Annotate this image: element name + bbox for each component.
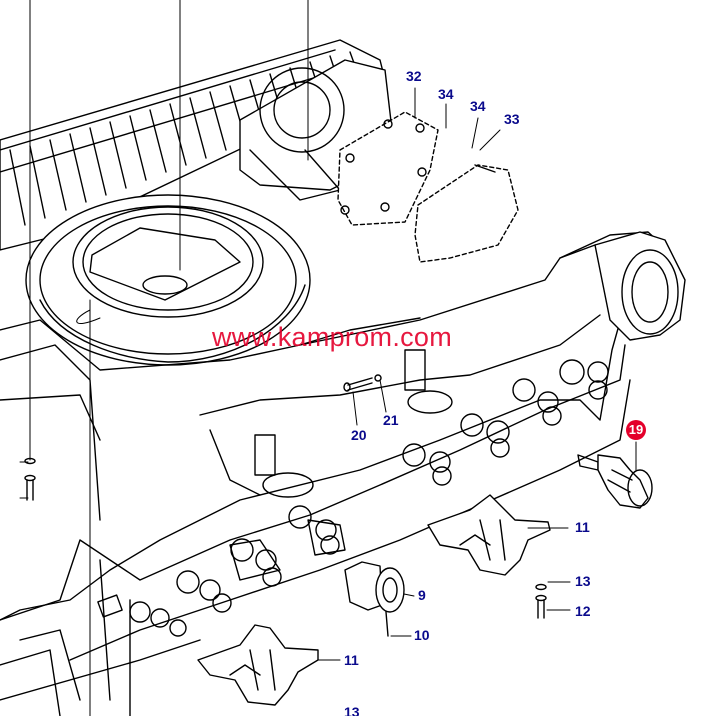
callout-13: 13: [575, 573, 591, 589]
track-frame: [0, 344, 631, 716]
track-rollers: [129, 359, 609, 637]
guard-bracket-lower: [197, 624, 319, 706]
cover-plate-32: [337, 111, 439, 226]
leader-lines: [19, 87, 637, 661]
callout-9: 9: [418, 587, 426, 603]
cover-plate-33: [414, 164, 519, 263]
callout-33: 33: [504, 111, 520, 127]
access-holes: [254, 349, 453, 498]
callout-34: 34: [438, 86, 454, 102]
callout-21: 21: [383, 412, 399, 428]
watermark-text: www.kamprom.com: [212, 322, 453, 352]
front-idler: [594, 231, 686, 341]
callout-10: 10: [414, 627, 430, 643]
callout-11: 11: [575, 519, 590, 535]
bolt-parts: [24, 374, 547, 619]
callout-20: 20: [351, 427, 367, 443]
callout-34: 34: [470, 98, 486, 114]
track-roller-9: [344, 561, 405, 637]
guard-bracket-upper: [427, 494, 551, 576]
callout-12: 12: [575, 603, 591, 619]
callout-19: 19: [626, 420, 646, 440]
callout-11: 11: [344, 652, 359, 668]
callout-13: 13: [344, 704, 360, 716]
reference-lines: [29, 0, 309, 716]
callout-32: 32: [406, 68, 422, 84]
carrier-roller-19: [577, 454, 653, 509]
